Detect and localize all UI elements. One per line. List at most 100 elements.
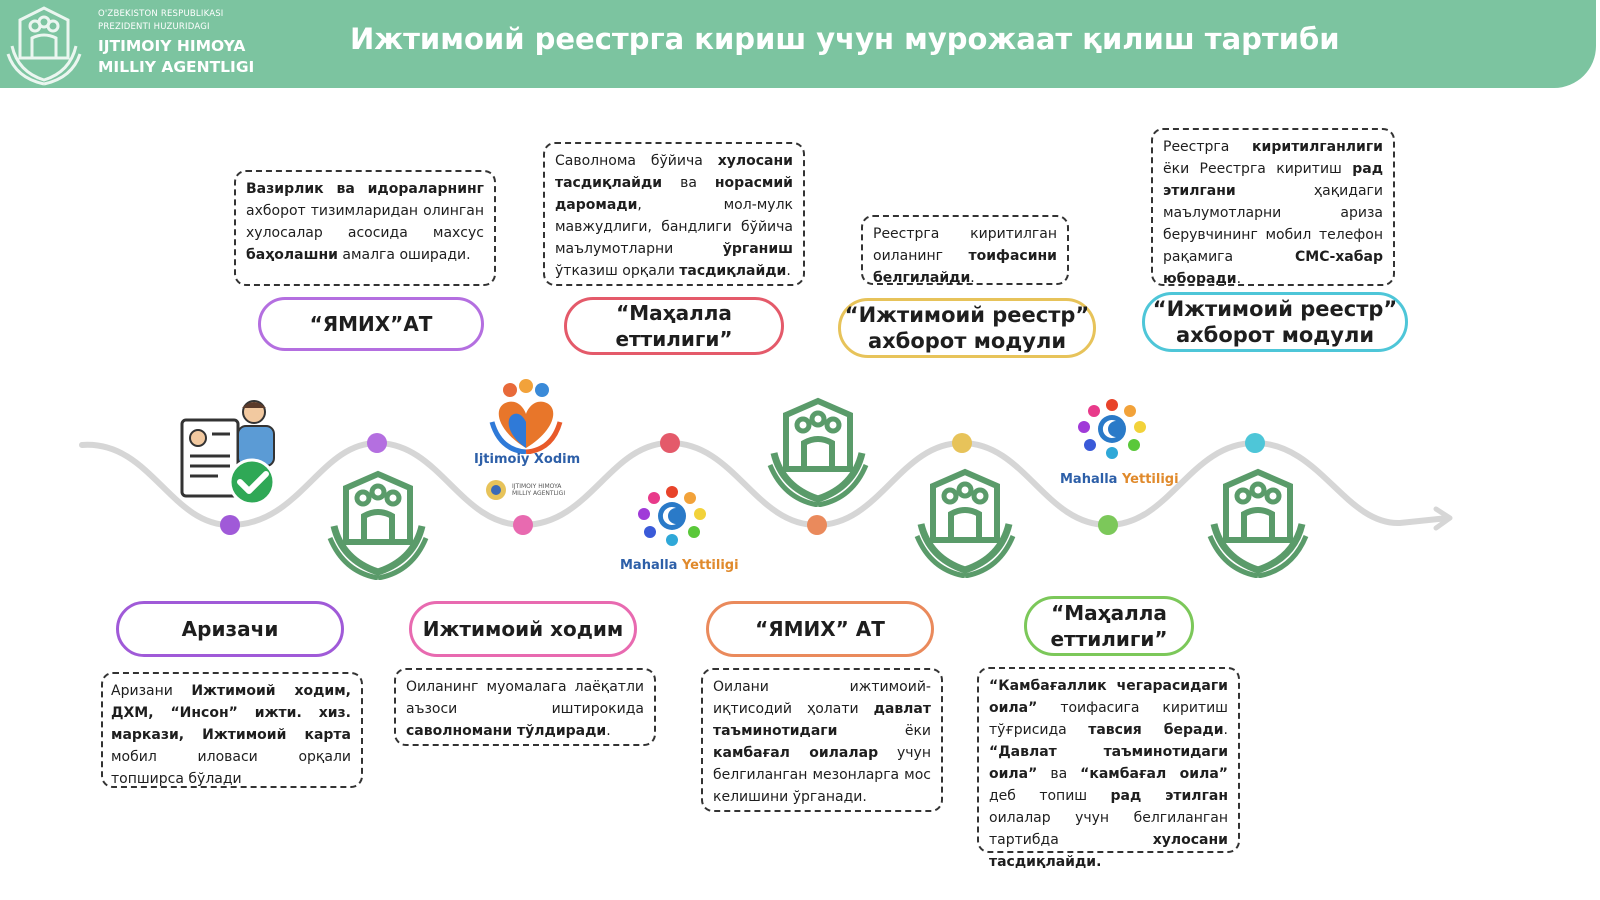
ijtimoiy-himoya-small-logo xyxy=(486,480,506,500)
desc-text: . xyxy=(606,723,611,739)
desc-text-bold: СМС-хабар юборади xyxy=(1163,249,1383,287)
emblem-icon xyxy=(765,395,871,507)
desc-text-bold: “Камбағаллик чегарасидаги оила” xyxy=(989,678,1228,716)
pill-label-1: “Маҳалла xyxy=(616,301,732,325)
desc-text: . xyxy=(1236,271,1242,287)
desc-text: мобил иловаси орқали топширса бўлади xyxy=(111,749,351,787)
desc-text: ахборот тизимларидан олинган хулосалар а… xyxy=(246,203,484,241)
pill-label-1: “Ижтимоий реестр” xyxy=(1152,297,1398,321)
mahalla-yettiligi-logo xyxy=(1078,399,1146,459)
step-pill-mahalla-top: “Маҳалла еттилиги” xyxy=(564,297,784,355)
desc-text: учун белгиланган мезонларга мос келишини… xyxy=(713,745,931,805)
applicant-icon xyxy=(180,400,276,506)
page-title: Ижтимоий реестрга кириш учун мурожаат қи… xyxy=(350,22,1340,56)
org-name-1: IJTIMOIY HIMOYA xyxy=(98,37,246,55)
desc-text: Аризани xyxy=(111,683,192,699)
pill-label-2: ахборот модули xyxy=(867,329,1067,353)
desc-text-bold: хулосани тасдиқлайди xyxy=(555,153,793,191)
org-line-2: PREZIDENTI HUZURIDAGI xyxy=(98,22,210,32)
desc-text-bold: саволномани тўлдиради xyxy=(406,723,607,739)
dot-7 xyxy=(1098,515,1118,535)
mahalla-yettiligi-label: Mahalla Yettiligi xyxy=(1060,472,1179,487)
desc-text-bold: баҳолашни xyxy=(246,247,338,263)
org-name: O'ZBEKISTON RESPUBLIKASI PREZIDENTI HUZU… xyxy=(98,8,254,76)
desc-text-bold: рад этилгани xyxy=(1163,161,1383,199)
arrow-icon xyxy=(1433,506,1453,531)
desc-text-bold: Ижтимоий ходим, ДХМ, “Инсон” ижти. хиз. … xyxy=(111,683,351,743)
emblem-icon xyxy=(325,468,431,580)
step-pill-social-worker: Ижтимоий ходим xyxy=(409,601,637,657)
desc-text-bold: тасдиқлайди xyxy=(679,263,787,279)
desc-text: деб топиш xyxy=(989,788,1111,804)
dot-3 xyxy=(513,515,533,535)
dot-8 xyxy=(1245,433,1265,453)
desc-box-top-1: Вазирлик ва идораларнинг ахборот тизимла… xyxy=(234,170,496,286)
desc-text: Саволнома бўйича xyxy=(555,153,718,169)
pill-label-1: “Маҳалла xyxy=(1051,601,1167,625)
desc-text: ёки Реестрга киритиш xyxy=(1163,161,1353,177)
desc-text: тоифасига киритиш тўғрисида xyxy=(989,700,1228,738)
dot-2 xyxy=(367,433,387,453)
desc-box-top-4: Реестрга киритилганлиги ёки Реестрга кир… xyxy=(1151,128,1395,287)
step-pill-applicant: Аризачи xyxy=(116,601,344,657)
desc-text-bold: норасмий даромади xyxy=(555,175,793,213)
step-pill-reestr-module-yellow: “Ижтимоий реестр” ахборот модули xyxy=(838,298,1096,358)
header-banner: O'ZBEKISTON RESPUBLIKASI PREZIDENTI HUZU… xyxy=(0,0,1596,88)
yettiligi-word: Yettiligi xyxy=(681,558,739,573)
desc-text-bold: тоифасини белгилайди xyxy=(873,248,1057,286)
desc-text: ва xyxy=(662,175,715,191)
desc-text-bold: “Давлат таъминотидаги оила” xyxy=(989,744,1228,782)
pill-label-2: еттилиги” xyxy=(1050,627,1168,651)
mahalla-word: Mahalla xyxy=(620,558,678,573)
pill-label-2: ахборот модули xyxy=(1175,323,1375,347)
desc-text: ва xyxy=(1037,766,1081,782)
desc-text: . xyxy=(1223,722,1228,738)
desc-box-top-2: Саволнома бўйича хулосани тасдиқлайди ва… xyxy=(543,142,805,286)
pill-label-1: “Ижтимоий реестр” xyxy=(844,303,1090,327)
desc-text-bold: тавсия беради xyxy=(1088,722,1224,738)
pill-label: Ижтимоий ходим xyxy=(422,617,624,641)
desc-text: Оилани ижтимоий-иқтисодий ҳолати xyxy=(713,679,931,717)
ijtimoiy-xodim-logo xyxy=(489,379,563,454)
ijtimoiy-himoya-small-label: IJTIMOIY HIMOYA MILLIY AGENTLIGI xyxy=(512,483,566,497)
desc-box-bottom-2: Оиланинг муомалага лаёқатли аъзоси иштир… xyxy=(394,668,656,746)
emblem-icon xyxy=(912,466,1018,578)
desc-text: ҳақидаги маълумотларни ариза берувчининг… xyxy=(1163,183,1383,265)
desc-text-bold: “камбағал оила” xyxy=(1080,766,1228,782)
pill-label: Аризачи xyxy=(181,617,279,641)
step-pill-yamikh-at-bottom: “ЯМИХ” АТ xyxy=(706,601,934,657)
pill-label-2: еттилиги” xyxy=(615,327,733,351)
desc-text: Реестрга xyxy=(1163,139,1253,155)
desc-text-bold: Вазирлик ва идораларнинг xyxy=(246,181,484,197)
mahalla-yettiligi-logo xyxy=(638,486,706,546)
dot-6 xyxy=(952,433,972,453)
desc-text-bold: киритилганлиги xyxy=(1252,139,1383,155)
desc-text: оилалар учун белгиланган тартибда xyxy=(989,810,1228,848)
desc-box-bottom-4: “Камбағаллик чегарасидаги оила” тоифасиг… xyxy=(977,667,1240,870)
mahalla-yettiligi-label: Mahalla Yettiligi xyxy=(620,558,739,573)
mahalla-word: Mahalla xyxy=(1060,472,1118,487)
emblem-icon xyxy=(1205,466,1311,578)
desc-text: , мол-мулк мавжудлиги, бандлиги бўйича м… xyxy=(555,197,793,257)
desc-box-top-3: Реестрга киритилган оиланинг тоифасини б… xyxy=(861,215,1069,286)
desc-text: амалга оширади. xyxy=(337,247,471,263)
desc-box-bottom-1: Аризани Ижтимоий ходим, ДХМ, “Инсон” ижт… xyxy=(101,672,363,788)
step-pill-mahalla-bottom: “Маҳалла еттилиги” xyxy=(1024,596,1194,656)
desc-text: Реестрга киритилган оиланинг xyxy=(873,226,1057,264)
desc-text: . xyxy=(970,270,975,286)
desc-text: Оиланинг муомалага лаёқатли аъзоси иштир… xyxy=(406,679,644,717)
dot-5 xyxy=(807,515,827,535)
desc-text: ёки xyxy=(837,723,931,739)
desc-text-bold: камбағал оилалар xyxy=(713,745,879,761)
pill-label: “ЯМИХ” АТ xyxy=(755,617,885,641)
yettiligi-word: Yettiligi xyxy=(1121,472,1179,487)
step-pill-yamikh-at-top: “ЯМИХ”АТ xyxy=(258,297,484,351)
desc-text-bold: давлат таъминотидаги xyxy=(713,701,931,739)
org-name-2: MILLIY AGENTLIGI xyxy=(98,58,255,76)
desc-text-bold: хулосани тасдиқлайди. xyxy=(989,832,1228,870)
pill-label: “ЯМИХ”АТ xyxy=(309,312,433,336)
desc-text: . xyxy=(786,263,791,279)
desc-text-bold: рад этилган xyxy=(1110,788,1229,804)
dot-4 xyxy=(660,433,680,453)
